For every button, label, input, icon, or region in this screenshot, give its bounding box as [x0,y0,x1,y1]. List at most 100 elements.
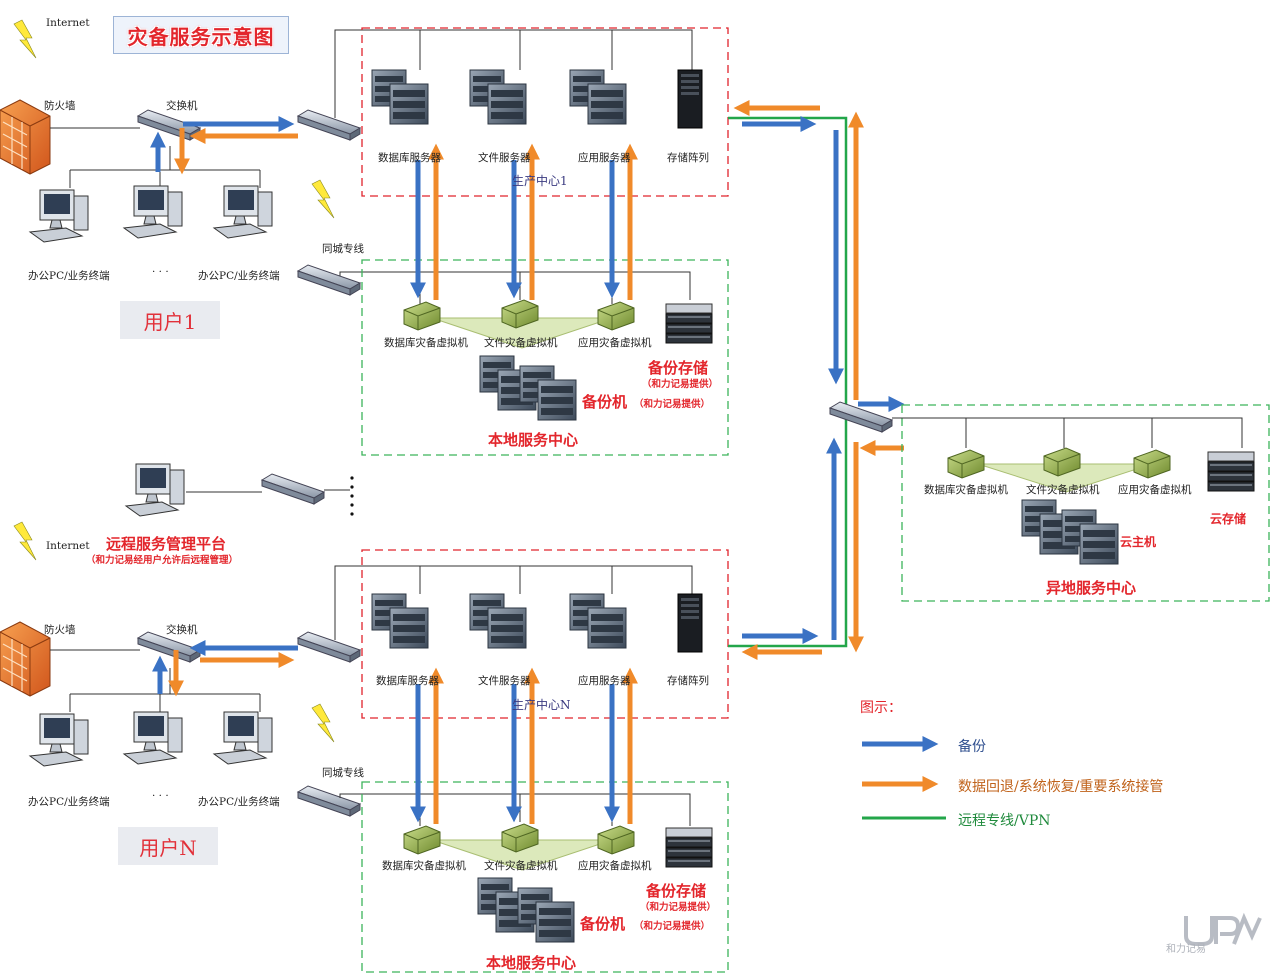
pc-icon [29,713,89,767]
provided-by-label: （和力记易提供） [640,902,717,913]
pc-icon [123,711,183,765]
cloud-storage-label: 云存储 [1210,512,1247,526]
switch-icon [297,109,361,141]
file-server-icon [469,593,527,649]
offsite-center-label: 异地服务中心 [1046,579,1137,597]
firewall-label: 防火墙 [44,624,76,636]
local-center-label: 本地服务中心 [486,954,577,972]
vm-icon [403,301,441,331]
provided-by-label: （和力记易提供） [634,399,711,410]
database-server-icon [371,69,429,125]
vm-icon [597,301,635,331]
storage-array-icon [677,593,703,653]
provided-by-label: （和力记易提供） [634,921,711,932]
city-line-label: 同城专线 [322,243,364,255]
cloud-host-icon [1061,509,1119,565]
pc-icon [29,189,89,243]
pc-icon [213,185,273,239]
remote-platform-label: 远程服务管理平台 [106,535,227,553]
city-line-label: 同城专线 [322,767,364,779]
backup-machine-label: 备份机 [582,393,628,411]
firewall-icon [0,621,51,697]
switch-label: 交换机 [166,624,198,636]
file-server-label: 文件服务器 [478,152,531,164]
db-server-label: 数据库服务器 [378,152,441,164]
db-vm-label: 数据库灾备虚拟机 [924,484,1008,496]
legend-backup-label: 备份 [958,739,986,755]
pc-icon [125,463,185,517]
file-server-label: 文件服务器 [478,675,531,687]
diagram-title: 灾备服务示意图 [113,16,289,54]
db-vm-label: 数据库灾备虚拟机 [382,860,466,872]
legend-title: 图示： [860,700,902,716]
app-server-icon [569,593,627,649]
switch-icon [297,785,361,817]
user1-label: 用户1 [120,301,220,339]
lightning-icon [13,19,37,59]
file-vm-label: 文件灾备虚拟机 [484,860,558,872]
remote-platform-note: （和力记易经用户允许后远程管理） [86,555,239,566]
terminal-label: 办公PC/业务终端 [28,270,110,282]
lightning-icon [13,521,37,561]
backup-storage-label: 备份存储 [646,882,707,900]
file-vm-label: 文件灾备虚拟机 [1026,484,1100,496]
ellipsis-vertical [350,476,354,516]
app-vm-label: 应用灾备虚拟机 [578,337,652,349]
storage-array-label: 存储阵列 [667,675,709,687]
user1-section [0,19,729,456]
app-server-icon [569,69,627,125]
backup-storage-label: 备份存储 [648,359,709,377]
backup-storage-icon [665,303,713,344]
upm-logo: 和力记易 [1166,910,1262,960]
terminal-label: 办公PC/业务终端 [198,270,280,282]
vm-icon [947,449,985,479]
cloud-storage-icon [1207,451,1255,492]
legend [862,735,946,820]
upm-logo-icon [1184,912,1262,946]
internet-label: Internet [46,540,90,552]
app-server-label: 应用服务器 [578,675,631,687]
storage-array-label: 存储阵列 [667,152,709,164]
app-server-label: 应用服务器 [578,152,631,164]
backup-machine-icon [519,365,577,421]
backup-machine-label: 备份机 [580,915,626,933]
cloud-host-label: 云主机 [1120,535,1157,549]
app-vm-label: 应用灾备虚拟机 [578,860,652,872]
terminal-label: 办公PC/业务终端 [28,796,110,808]
userN-section [0,521,729,973]
wan-links [728,99,905,661]
app-vm-label: 应用灾备虚拟机 [1118,484,1192,496]
file-server-icon [469,69,527,125]
logo-text: 和力记易 [1166,944,1206,955]
legend-vpn-label: 远程专线/VPN [958,813,1051,829]
pc-icon [213,711,273,765]
switch-label: 交换机 [166,100,198,112]
firewall-icon [0,99,51,175]
offsite-section [892,404,1270,602]
firewall-label: 防火墙 [44,100,76,112]
db-server-label: 数据库服务器 [376,675,439,687]
vm-icon [403,825,441,855]
database-server-icon [371,593,429,649]
switch-icon [297,264,361,296]
prod-center-n-label: 生产中心N [512,698,571,712]
ellipsis-label: · · · [152,266,169,278]
backup-machine-icon [517,887,575,943]
provided-by-label: （和力记易提供） [642,379,719,390]
lightning-icon [311,703,335,743]
switch-icon [297,631,361,663]
switch-icon [261,473,325,505]
vm-icon [1133,449,1171,479]
pc-icon [123,185,183,239]
userN-label: 用户N [118,827,218,865]
legend-restore-label: 数据回退/系统恢复/重要系统接管 [958,779,1164,795]
ellipsis-label: · · · [152,790,169,802]
vm-icon [597,825,635,855]
file-vm-label: 文件灾备虚拟机 [484,337,558,349]
terminal-label: 办公PC/业务终端 [198,796,280,808]
prod-center-1-label: 生产中心1 [512,174,568,188]
db-vm-label: 数据库灾备虚拟机 [384,337,468,349]
backup-storage-icon [665,827,713,868]
internet-label: Internet [46,17,90,29]
